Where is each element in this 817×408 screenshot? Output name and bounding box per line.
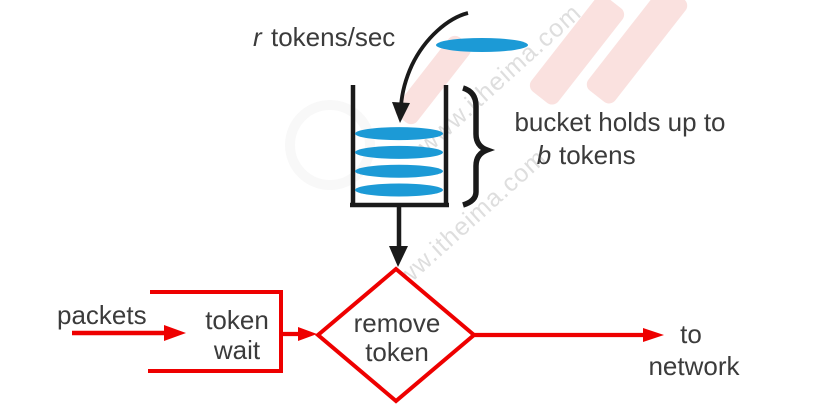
watermark-seal: [285, 100, 375, 190]
remove-token-diamond: [314, 266, 478, 404]
bucket-outflow-arrowhead-icon: [389, 246, 408, 267]
rate-variable-label: r: [253, 22, 263, 52]
rate-label: tokens/sec: [271, 22, 395, 52]
token-ellipse: [355, 164, 443, 178]
token-ellipse: [355, 183, 443, 197]
incoming-token-ellipse: [436, 38, 528, 52]
bucket-caption-line2: tokens: [559, 140, 636, 170]
output-arrowhead-icon: [643, 328, 664, 342]
queue-label-line2: wait: [213, 335, 261, 365]
brace-icon: [462, 85, 496, 208]
bucket-caption-line1: bucket holds up to: [514, 107, 725, 137]
input-label: packets: [57, 300, 147, 330]
decision-label-line1: remove: [354, 308, 441, 338]
token-inflow-arrowhead-icon: [392, 102, 410, 123]
watermark-pink-stroke: [586, 0, 688, 104]
output-label-line1: to: [680, 319, 702, 349]
bucket-token-stack: [355, 127, 443, 197]
token-ellipse: [355, 127, 443, 141]
decision-label-line2: token: [365, 337, 429, 367]
bucket: [350, 85, 449, 208]
packets-arrowhead-icon: [164, 325, 186, 341]
output-label-line2: network: [648, 351, 740, 381]
watermark-pink-stroke: [529, 0, 625, 105]
bucket-capacity-variable: b: [537, 140, 551, 170]
token-wait-box: [148, 290, 283, 373]
queue-out-arrowhead-icon: [298, 327, 317, 341]
queue-label-line1: token: [205, 305, 269, 335]
token-ellipse: [355, 145, 443, 159]
watermark-pink-stroke: [395, 35, 471, 125]
token-inflow-arrow: [399, 11, 469, 107]
